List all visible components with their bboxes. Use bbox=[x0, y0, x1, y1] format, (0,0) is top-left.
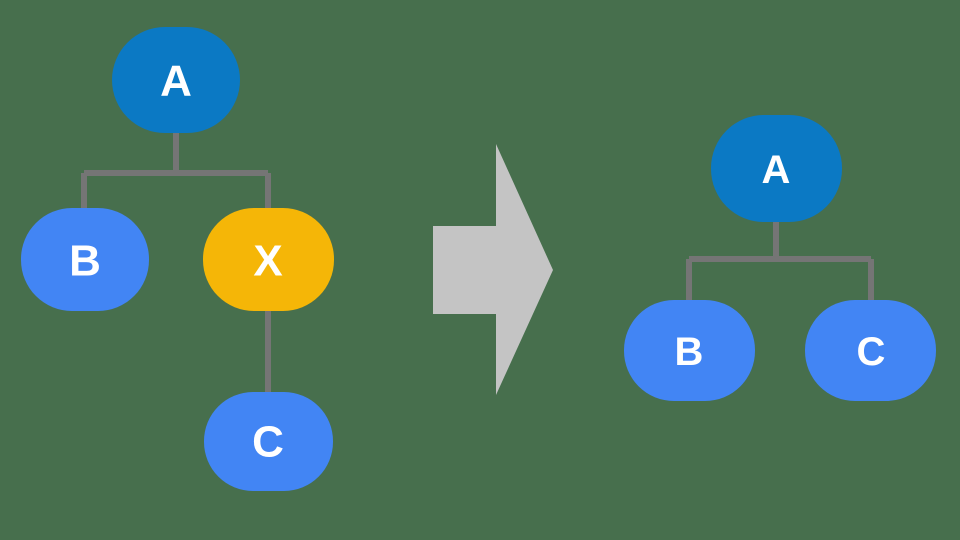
transform-arrow bbox=[433, 144, 553, 395]
after-node-c-label: C bbox=[857, 330, 886, 374]
before-node-x-shape[interactable] bbox=[203, 208, 334, 311]
after-tree-connectors bbox=[686, 218, 874, 303]
before-tree: A B X C bbox=[21, 27, 334, 491]
before-node-b[interactable]: B bbox=[21, 208, 149, 311]
before-node-c-shape[interactable] bbox=[204, 392, 333, 491]
before-node-x-label: X bbox=[253, 237, 282, 286]
after-node-a-label: A bbox=[762, 148, 791, 192]
before-node-b-label: B bbox=[69, 237, 101, 286]
before-node-b-shape[interactable] bbox=[21, 208, 149, 311]
after-node-a-shape[interactable] bbox=[711, 115, 842, 222]
after-node-c[interactable]: C bbox=[805, 300, 936, 401]
before-node-a-shape[interactable] bbox=[112, 27, 240, 133]
after-node-b-label: B bbox=[675, 330, 704, 374]
before-node-x[interactable]: X bbox=[203, 208, 334, 311]
after-node-b-shape[interactable] bbox=[624, 300, 755, 401]
before-node-c-label: C bbox=[252, 418, 284, 467]
after-node-b[interactable]: B bbox=[624, 300, 755, 401]
before-node-c[interactable]: C bbox=[204, 392, 333, 491]
after-node-a[interactable]: A bbox=[711, 115, 842, 222]
before-node-a[interactable]: A bbox=[112, 27, 240, 133]
before-node-a-label: A bbox=[160, 57, 192, 106]
after-tree: A B C bbox=[624, 115, 936, 401]
right-arrow-icon bbox=[433, 144, 553, 395]
before-tree-connectors bbox=[81, 128, 271, 396]
after-node-c-shape[interactable] bbox=[805, 300, 936, 401]
